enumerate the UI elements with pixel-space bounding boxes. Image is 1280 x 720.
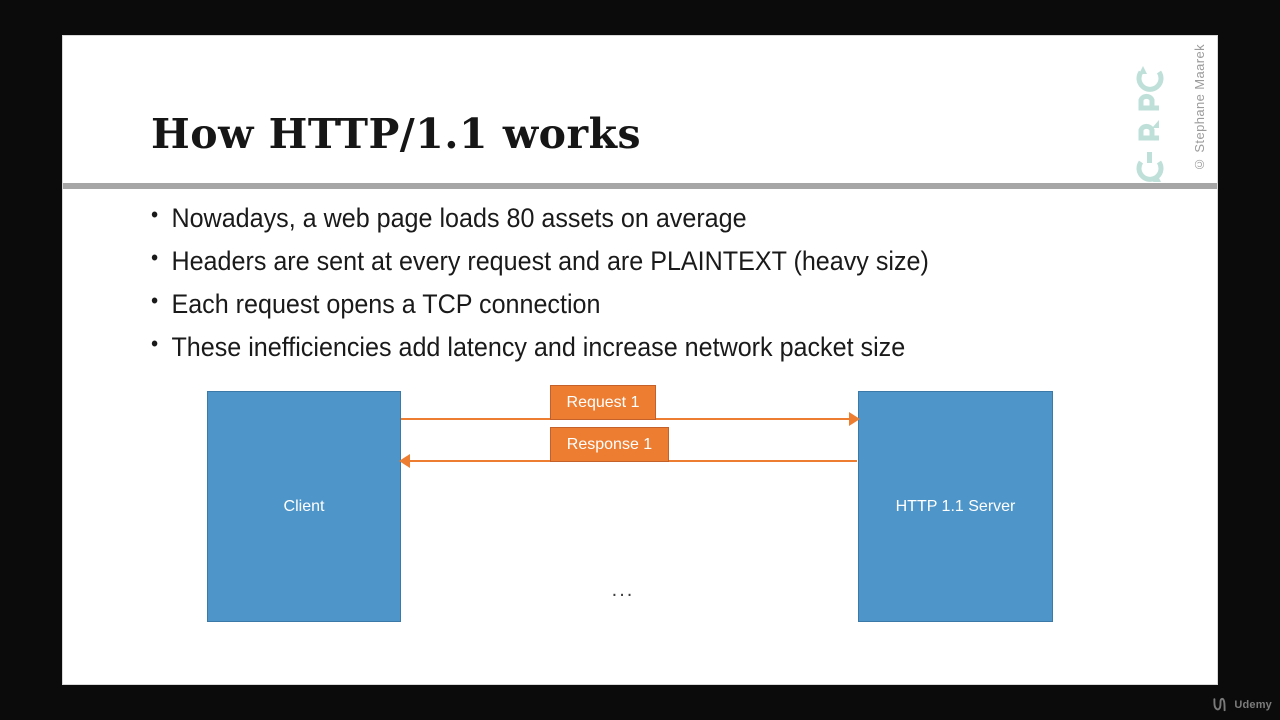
bullet-list: Nowadays, a web page loads 80 assets on …	[151, 202, 1151, 374]
client-node-label: Client	[283, 497, 325, 515]
bullet-item: Each request opens a TCP connection	[151, 288, 1081, 321]
server-node: HTTP 1.1 Server	[858, 391, 1053, 622]
diagram-ellipsis: ...	[611, 579, 635, 601]
presentation-slide: How HTTP/1.1 works © Stephane Maarek	[63, 36, 1217, 684]
response-label: Response 1	[550, 427, 669, 462]
bullet-item: Nowadays, a web page loads 80 assets on …	[151, 202, 1081, 235]
udemy-logo-icon	[1213, 697, 1226, 712]
request-label: Request 1	[550, 385, 656, 420]
bullet-item: These inefficiencies add latency and inc…	[151, 331, 1081, 364]
request-label-text: Request 1	[566, 393, 640, 411]
bullet-item: Headers are sent at every request and ar…	[151, 245, 1081, 278]
response-arrowhead-icon	[399, 454, 410, 468]
client-node: Client	[207, 391, 401, 622]
title-divider	[63, 183, 1217, 189]
page-title: How HTTP/1.1 works	[151, 110, 642, 158]
server-node-label: HTTP 1.1 Server	[895, 497, 1016, 515]
slide-header: How HTTP/1.1 works © Stephane Maarek	[63, 36, 1217, 183]
grpc-logo-icon	[1130, 60, 1170, 190]
udemy-watermark: Udemy	[1212, 697, 1272, 712]
udemy-wordmark: Udemy	[1234, 698, 1272, 711]
http11-sequence-diagram: Client HTTP 1.1 Server Request 1 Respons…	[63, 36, 1217, 684]
response-label-text: Response 1	[566, 435, 653, 453]
copyright-notice: © Stephane Maarek	[1192, 44, 1207, 173]
request-arrowhead-icon	[849, 412, 860, 426]
